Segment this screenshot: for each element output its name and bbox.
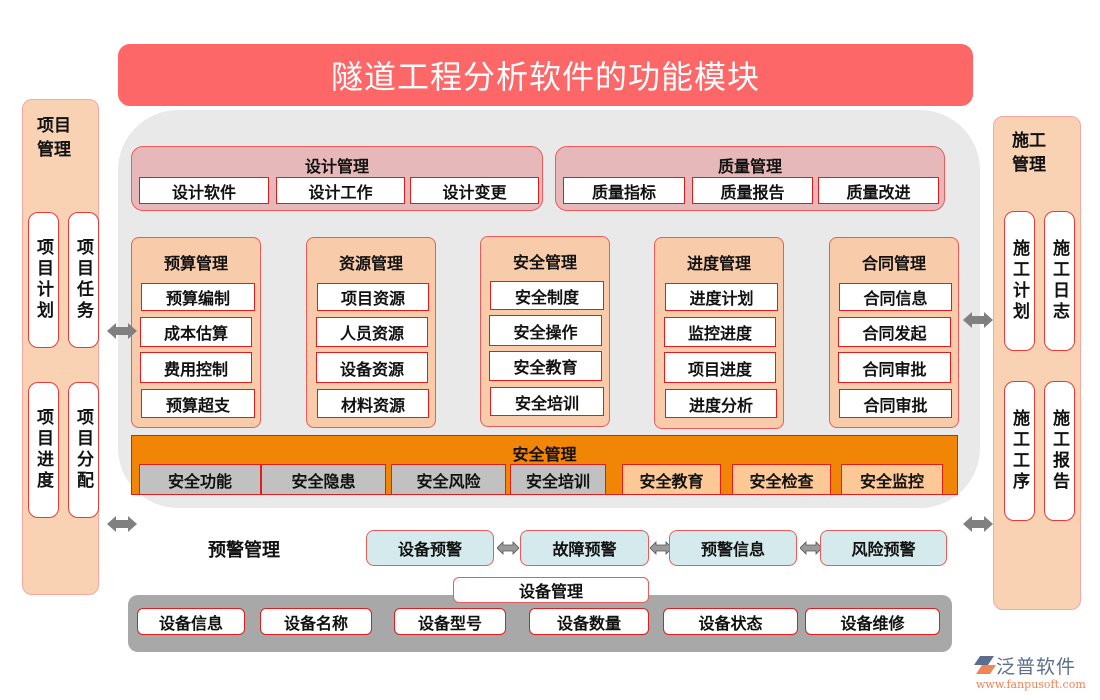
budget-item[interactable]: 费用控制 [140,352,252,383]
double-arrow-icon [963,516,993,532]
logo-name: 泛普软件 [996,656,1077,678]
contract-item[interactable]: 合同发起 [838,317,951,347]
safety-management-bar: 安全管理 安全功能 安全隐患 安全风险 安全培训 安全教育 安全检查 安全监控 [131,435,958,495]
budget-management-module: 预算管理 预算编制 成本估算 费用控制 预算超支 [131,237,261,428]
double-arrow-icon [963,312,993,328]
design-management-group: 设计管理 设计软件 设计工作 设计变更 [131,146,543,211]
equipment-warning-item[interactable]: 设备预警 [366,530,494,566]
budget-item[interactable]: 预算超支 [141,389,255,418]
brand-logo: 泛普软件 www.fanpusoft.com [968,650,1094,696]
quality-indicator-item[interactable]: 质量指标 [563,177,685,204]
design-work-item[interactable]: 设计工作 [276,177,405,204]
logo-url: www.fanpusoft.com [976,678,1086,691]
safety-monitor-item[interactable]: 安全监控 [841,464,943,495]
quality-report-item[interactable]: 质量报告 [692,177,813,204]
double-arrow-icon [650,541,672,555]
equipment-repair-item[interactable]: 设备维修 [805,608,940,635]
progress-item[interactable]: 监控进度 [664,317,776,347]
safety-item[interactable]: 安全操作 [489,315,602,346]
module-title: 合同管理 [861,254,926,273]
equipment-status-item[interactable]: 设备状态 [663,608,798,635]
equipment-model-item[interactable]: 设备型号 [394,608,506,635]
safety-training-item[interactable]: 安全培训 [510,464,606,495]
warning-management-title: 预警管理 [208,540,280,561]
module-title: 安全管理 [512,253,577,272]
module-title: 预算管理 [163,254,228,273]
contract-item[interactable]: 合同审批 [838,352,951,383]
panel-title: 项目管理 [37,116,71,160]
safety-item[interactable]: 安全培训 [490,387,604,416]
safety-item[interactable]: 安全教育 [489,351,602,381]
module-title: 进度管理 [686,254,751,273]
project-allocation-item[interactable]: 项目分配 [68,382,99,518]
safety-hazard-item[interactable]: 安全隐患 [261,464,386,495]
fault-warning-item[interactable]: 故障预警 [520,530,649,566]
project-task-item[interactable]: 项目任务 [68,212,99,348]
page-title-banner: 隧道工程分析软件的功能模块 [118,44,973,106]
safety-function-item[interactable]: 安全功能 [139,464,261,495]
project-progress-item[interactable]: 项目进度 [28,382,59,518]
double-arrow-icon [800,541,822,555]
page-title: 隧道工程分析软件的功能模块 [330,58,760,96]
bar-title: 安全管理 [512,445,577,464]
contract-item[interactable]: 合同审批 [839,389,952,418]
budget-item[interactable]: 成本估算 [140,317,252,347]
safety-inspection-item[interactable]: 安全检查 [732,464,831,495]
group-title: 质量管理 [717,157,782,176]
construction-report-item[interactable]: 施工报告 [1044,381,1075,521]
progress-item[interactable]: 进度分析 [665,389,777,418]
logo-icon [974,656,996,674]
warning-info-item[interactable]: 预警信息 [669,530,797,566]
panel-title: 施工管理 [1012,131,1046,175]
project-management-panel: 项目管理 项目计划 项目任务 项目进度 项目分配 [22,99,99,595]
double-arrow-icon [497,541,519,555]
progress-item[interactable]: 进度计划 [665,283,778,311]
construction-process-item[interactable]: 施工工序 [1004,381,1035,521]
quality-management-group: 质量管理 质量指标 质量报告 质量改进 [555,146,945,211]
contract-management-module: 合同管理 合同信息 合同发起 合同审批 合同审批 [829,237,959,428]
equipment-name-item[interactable]: 设备名称 [260,608,372,635]
construction-plan-item[interactable]: 施工计划 [1004,211,1035,351]
double-arrow-icon [107,323,137,339]
safety-management-module: 安全管理 安全制度 安全操作 安全教育 安全培训 [480,236,610,427]
design-software-item[interactable]: 设计软件 [139,177,269,204]
resource-item[interactable]: 材料资源 [317,389,429,418]
project-plan-item[interactable]: 项目计划 [28,212,59,348]
module-title: 资源管理 [338,254,403,273]
resource-item[interactable]: 设备资源 [316,352,428,383]
quality-improve-item[interactable]: 质量改进 [818,177,939,204]
resource-item[interactable]: 项目资源 [317,283,429,311]
equipment-quantity-item[interactable]: 设备数量 [529,608,649,635]
risk-warning-item[interactable]: 风险预警 [820,530,947,566]
equipment-info-item[interactable]: 设备信息 [137,608,245,635]
safety-item[interactable]: 安全制度 [490,281,604,310]
budget-item[interactable]: 预算编制 [141,283,255,311]
resource-management-module: 资源管理 项目资源 人员资源 设备资源 材料资源 [306,237,436,428]
progress-item[interactable]: 项目进度 [664,352,776,383]
construction-management-panel: 施工管理 施工计划 施工日志 施工工序 施工报告 [993,116,1081,610]
resource-item[interactable]: 人员资源 [316,317,428,347]
equipment-management-title: 设备管理 [453,577,649,603]
safety-risk-item[interactable]: 安全风险 [391,464,506,495]
contract-item[interactable]: 合同信息 [839,283,952,311]
double-arrow-icon [107,516,137,532]
safety-education-item[interactable]: 安全教育 [622,464,721,495]
design-change-item[interactable]: 设计变更 [410,177,539,204]
construction-log-item[interactable]: 施工日志 [1044,211,1075,351]
group-title: 设计管理 [304,157,369,176]
progress-management-module: 进度管理 进度计划 监控进度 项目进度 进度分析 [654,237,784,429]
